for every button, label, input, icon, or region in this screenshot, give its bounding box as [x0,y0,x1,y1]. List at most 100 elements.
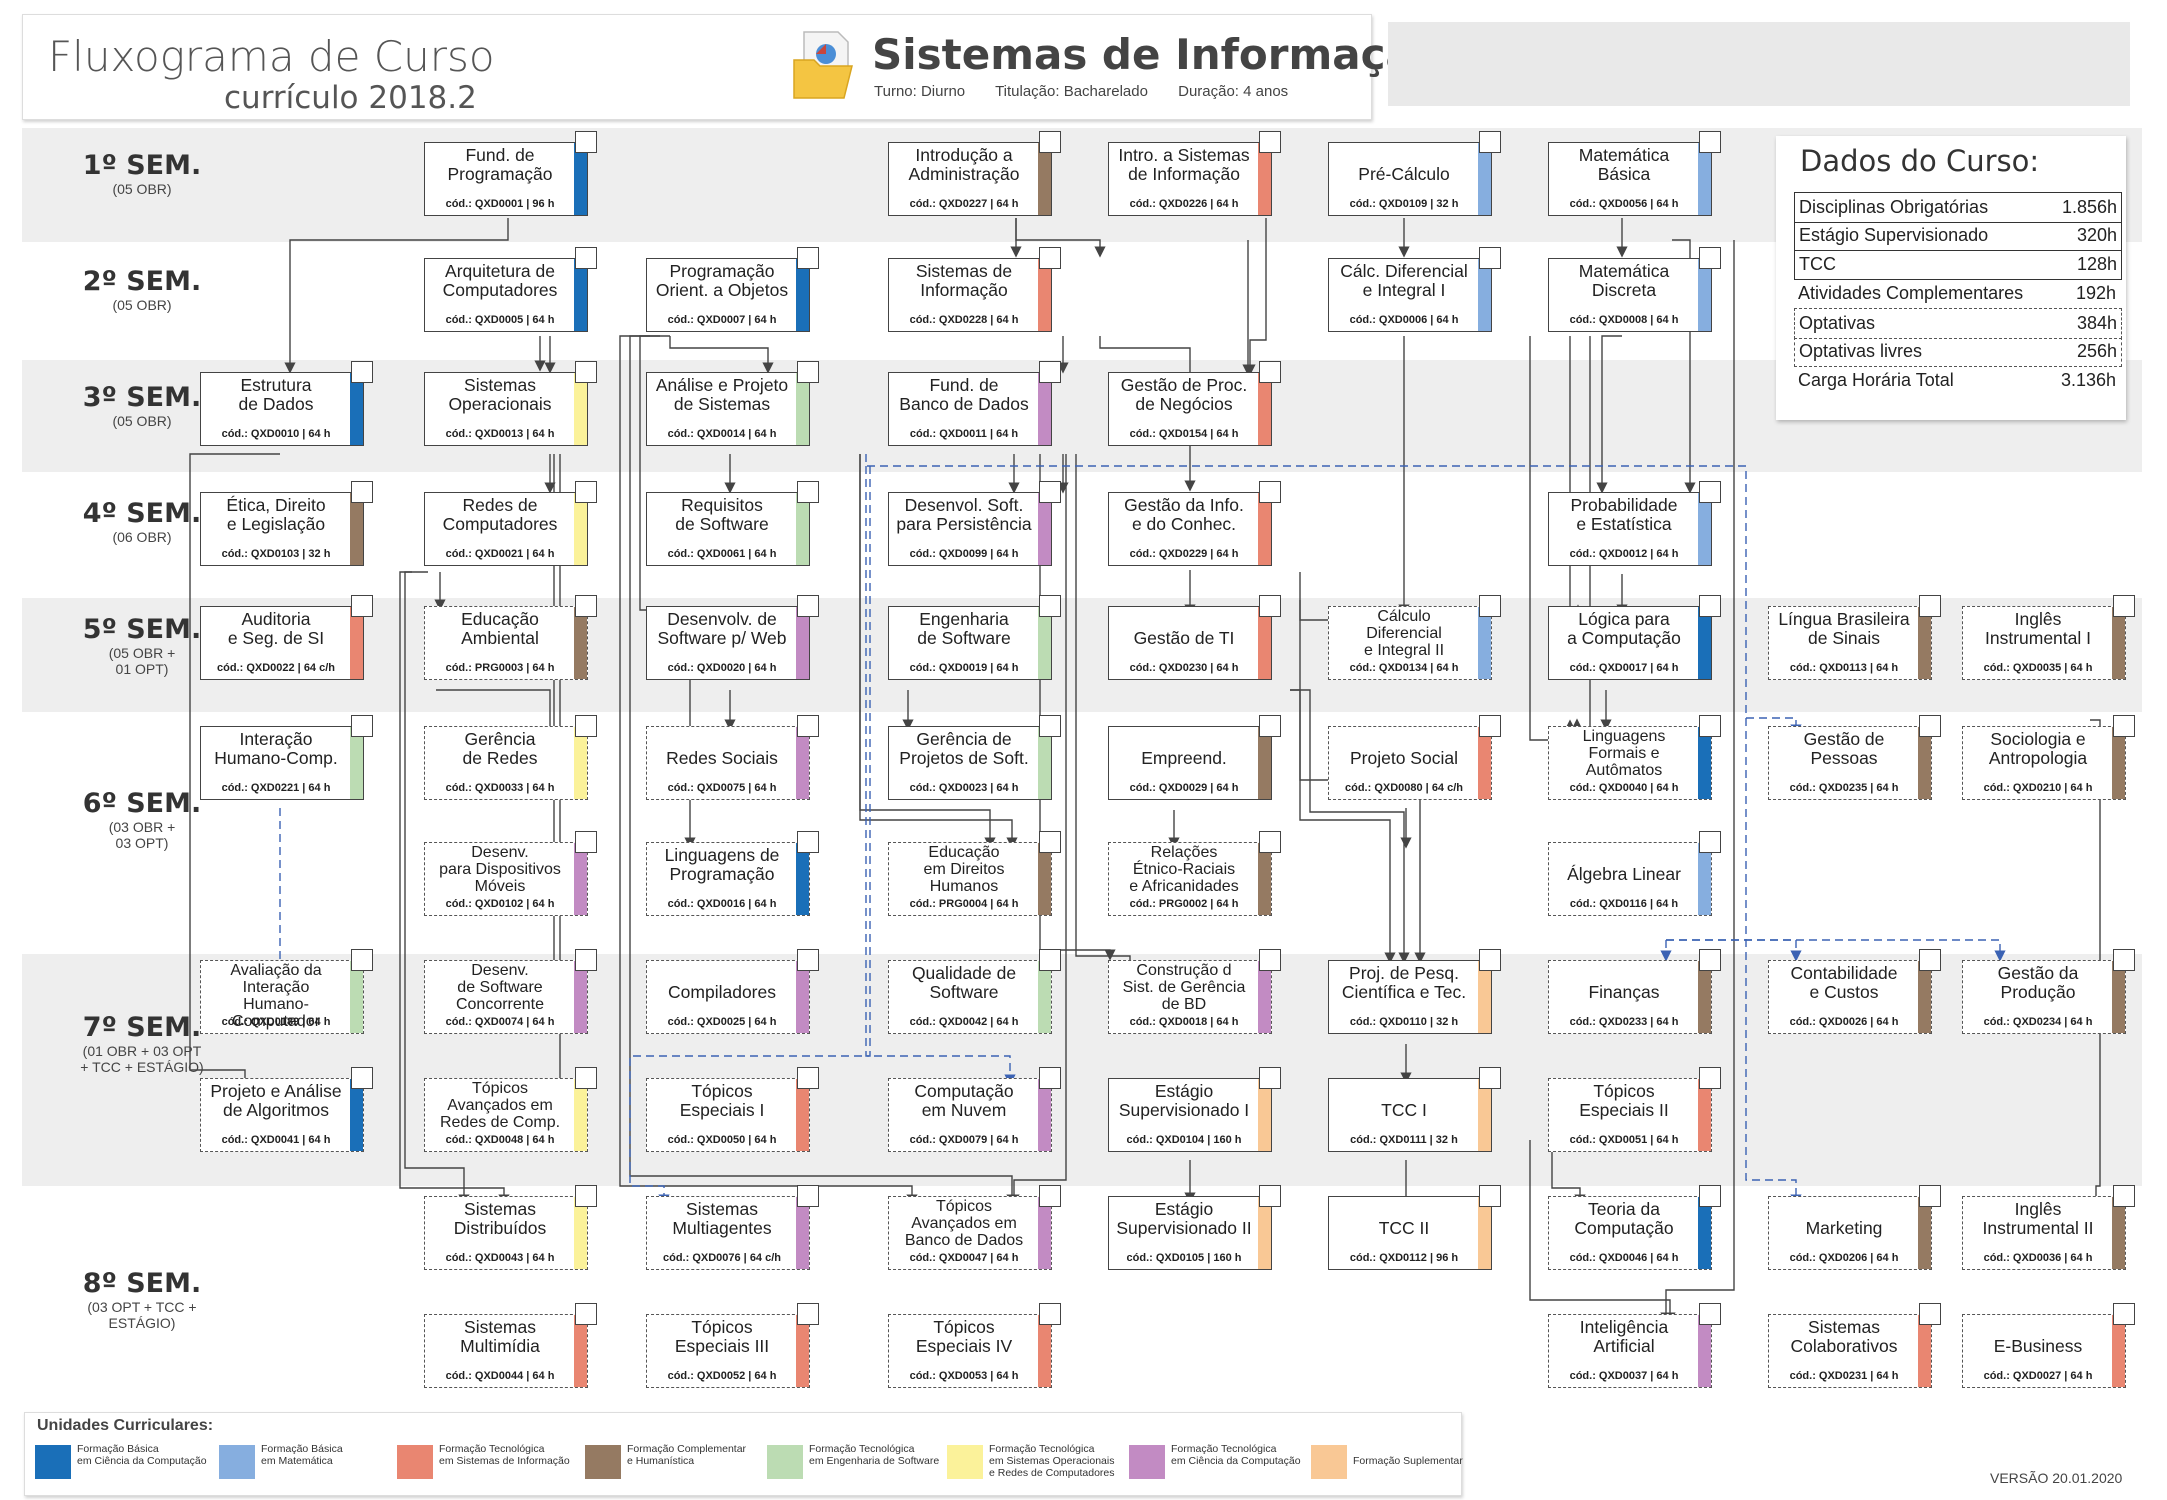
completion-checkbox[interactable] [2113,715,2135,737]
completion-checkbox[interactable] [797,361,819,383]
completion-checkbox[interactable] [1699,481,1721,503]
completion-checkbox[interactable] [797,1303,819,1325]
completion-checkbox[interactable] [1919,595,1941,617]
course-card[interactable]: Proj. de Pesq. Científica e Tec.cód.: QX… [1328,949,1501,1034]
completion-checkbox[interactable] [797,949,819,971]
completion-checkbox[interactable] [1039,1303,1061,1325]
completion-checkbox[interactable] [1039,481,1061,503]
completion-checkbox[interactable] [575,949,597,971]
completion-checkbox[interactable] [1479,1185,1501,1207]
completion-checkbox[interactable] [351,949,373,971]
completion-checkbox[interactable] [575,715,597,737]
completion-checkbox[interactable] [2113,1303,2135,1325]
course-card[interactable]: Tópicos Avançados em Redes de Comp.cód.:… [424,1067,597,1152]
completion-checkbox[interactable] [351,361,373,383]
completion-checkbox[interactable] [1919,1303,1941,1325]
completion-checkbox[interactable] [1259,949,1281,971]
completion-checkbox[interactable] [575,481,597,503]
completion-checkbox[interactable] [2113,595,2135,617]
course-card[interactable]: Avaliação da Interação Humano-Computador… [200,949,373,1034]
completion-checkbox[interactable] [1699,1185,1721,1207]
completion-checkbox[interactable] [797,1185,819,1207]
completion-checkbox[interactable] [1039,1185,1061,1207]
completion-checkbox[interactable] [1699,1067,1721,1089]
completion-checkbox[interactable] [1259,481,1281,503]
completion-checkbox[interactable] [1699,247,1721,269]
completion-checkbox[interactable] [797,247,819,269]
completion-checkbox[interactable] [1479,949,1501,971]
completion-checkbox[interactable] [797,715,819,737]
completion-checkbox[interactable] [1039,361,1061,383]
course-card[interactable]: Empreend.cód.: QXD0029 | 64 h [1108,715,1281,800]
completion-checkbox[interactable] [797,595,819,617]
completion-checkbox[interactable] [1259,1185,1281,1207]
completion-checkbox[interactable] [1259,595,1281,617]
completion-checkbox[interactable] [2113,1185,2135,1207]
completion-checkbox[interactable] [1039,715,1061,737]
completion-checkbox[interactable] [1259,1067,1281,1089]
course-card[interactable]: Interação Humano-Comp.cód.: QXD0221 | 64… [200,715,373,800]
completion-checkbox[interactable] [1039,831,1061,853]
completion-checkbox[interactable] [351,1067,373,1089]
completion-checkbox[interactable] [575,1303,597,1325]
course-card[interactable]: Gestão da Info. e do Conhec.cód.: QXD022… [1108,481,1281,566]
completion-checkbox[interactable] [575,831,597,853]
completion-checkbox[interactable] [1919,1185,1941,1207]
completion-checkbox[interactable] [1259,831,1281,853]
completion-checkbox[interactable] [575,1185,597,1207]
completion-checkbox[interactable] [1479,595,1501,617]
completion-checkbox[interactable] [797,481,819,503]
completion-checkbox[interactable] [1479,131,1501,153]
completion-checkbox[interactable] [1039,949,1061,971]
